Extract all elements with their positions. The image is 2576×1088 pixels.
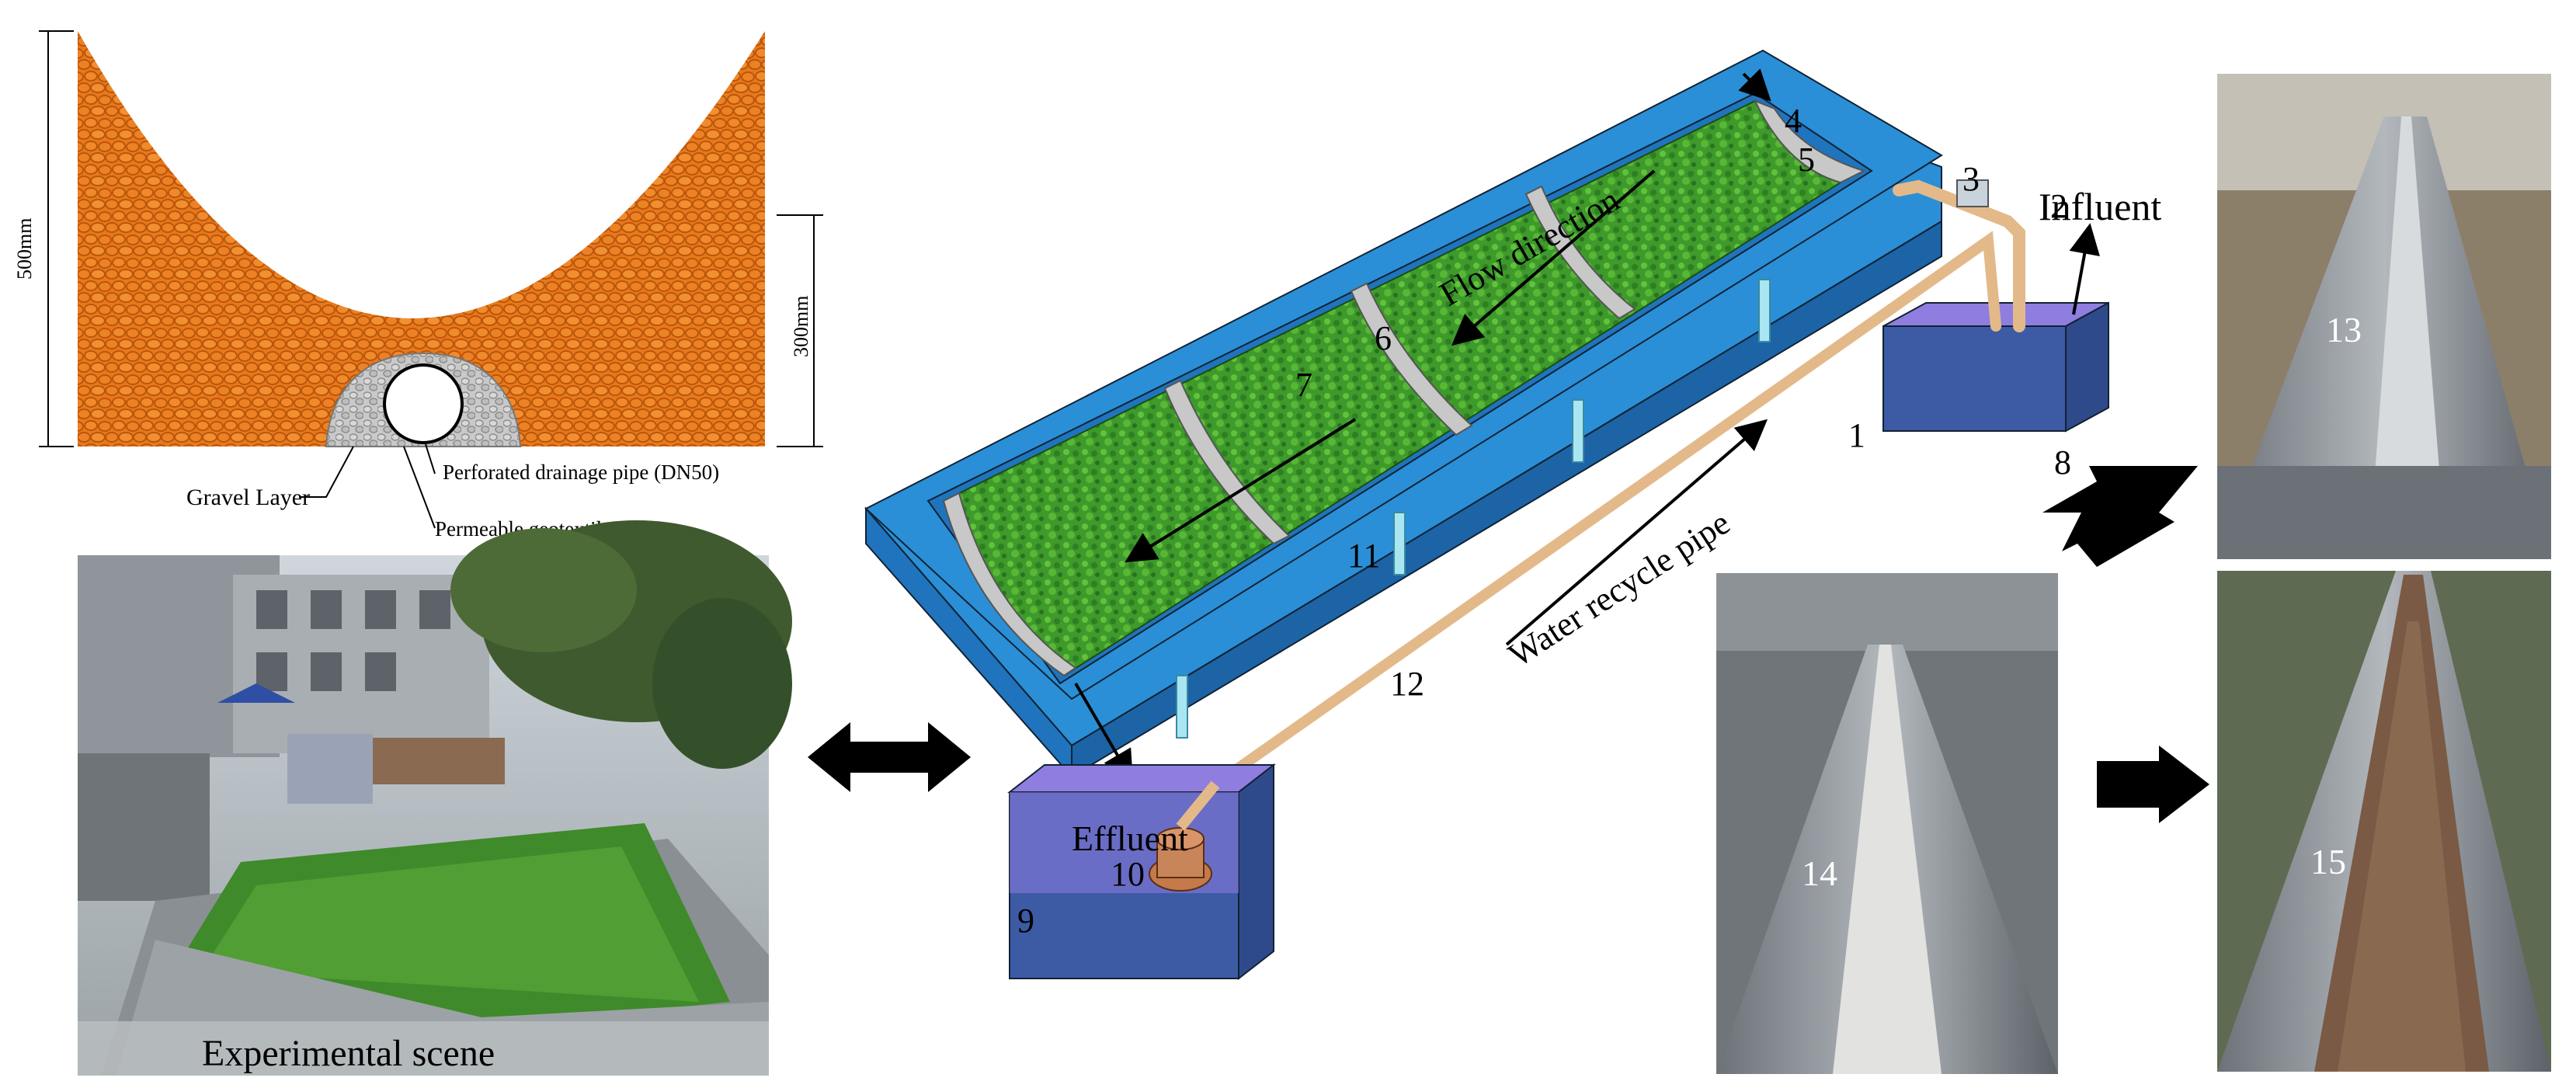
part-number-8: 8 (2054, 443, 2071, 481)
part-number-11: 11 (1347, 537, 1380, 575)
cross-section-diagram: 500mm 300mm Gravel Layer Perforated drai… (13, 30, 823, 541)
influent-label: Influent (2039, 185, 2161, 228)
dim-partial-label: 300mm (790, 296, 812, 357)
effluent-label: Effluent (1072, 819, 1188, 858)
photo-14-number: 14 (1802, 853, 1837, 893)
part-number-1: 1 (1848, 416, 1865, 454)
pipe-label: Perforated drainage pipe (DN50) (443, 461, 719, 484)
recycle-pipe-label: Water recycle pipe (1502, 503, 1736, 674)
gravel-layer-label: Gravel Layer (186, 485, 310, 510)
part-number-3: 3 (1962, 160, 1980, 198)
part-number-6: 6 (1375, 319, 1392, 357)
influent-box (1882, 325, 2067, 432)
photo-13-number: 13 (2326, 310, 2362, 349)
drainage-pipe (383, 363, 464, 444)
double-arrow (808, 722, 971, 792)
part-number-9: 9 (1017, 902, 1034, 940)
arrow-13-to-schematic (2042, 466, 2198, 567)
soil-fill (78, 31, 765, 447)
photo-13-empty-channel: 13 (2217, 74, 2551, 559)
dim-total-label: 500mm (13, 218, 36, 280)
photo-15-number: 15 (2310, 842, 2346, 881)
part-number-5: 5 (1798, 141, 1815, 179)
part-number-10: 10 (1111, 855, 1145, 893)
part-number-12: 12 (1390, 665, 1424, 703)
experimental-scene-photo: Experimental scene (78, 520, 792, 1076)
part-number-7: 7 (1295, 366, 1312, 404)
photo-14-pipe-channel: 14 (1716, 573, 2058, 1074)
part-number-2: 2 (2050, 187, 2067, 225)
arrow-14-to-15 (2097, 746, 2209, 823)
channel-schematic: Flow direction Water recycle pipe Influe… (864, 49, 2161, 981)
scene-caption: Experimental scene (202, 1033, 495, 1074)
photo-15-gravel-channel: 15 (2217, 571, 2551, 1072)
part-number-4: 4 (1785, 102, 1802, 140)
